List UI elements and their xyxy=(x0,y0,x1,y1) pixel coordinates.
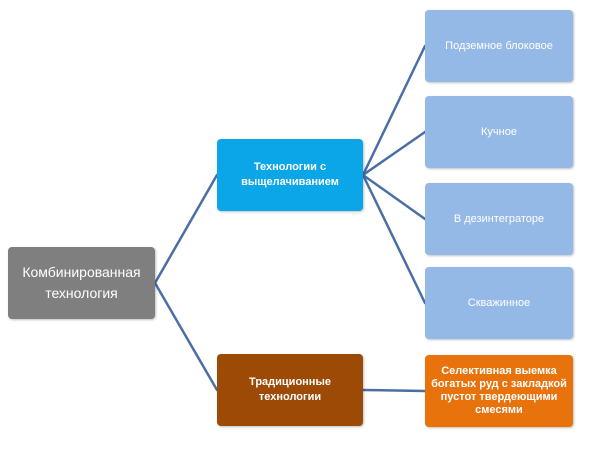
connector-leaching-to-block xyxy=(361,44,427,177)
leaf-node-label: В дезинтеграторе xyxy=(453,213,545,225)
leaf-node-heap: Кучное xyxy=(425,96,573,168)
leaf-node-label: Кучное xyxy=(481,126,517,138)
leaf-node-label: Селективная выемка богатых руд с закладк… xyxy=(431,365,567,416)
connector-leaching-to-heap xyxy=(361,130,427,177)
connector-traditional-to-selective xyxy=(361,388,427,393)
leaf-node-label: Скважинное xyxy=(467,297,531,309)
leaf-node-disintegrator: В дезинтеграторе xyxy=(425,183,573,255)
leaf-node-label: Подземное блоковое xyxy=(445,40,553,52)
root-node-label: Комбинированная технология xyxy=(22,264,141,301)
connector-leaching-to-disintegrator xyxy=(361,173,427,221)
branch-node-traditional-label: Традиционные технологии xyxy=(249,376,331,403)
leaf-node-underground-block: Подземное блоковое xyxy=(425,10,573,82)
connector-leaching-to-borehole xyxy=(361,173,427,305)
leaf-node-selective-mining: Селективная выемка богатых руд с закладк… xyxy=(425,355,573,427)
root-node-combined-technology: Комбинированная технология xyxy=(8,247,155,319)
leaf-node-borehole: Скважинное xyxy=(425,267,573,339)
connector-root-to-leaching xyxy=(153,173,219,285)
branch-node-traditional: Традиционные технологии xyxy=(217,354,363,426)
branch-node-leaching: Технологии с выщелачиванием xyxy=(217,139,363,211)
branch-node-leaching-label: Технологии с выщелачиванием xyxy=(241,161,339,188)
connector-root-to-traditional xyxy=(153,281,219,392)
